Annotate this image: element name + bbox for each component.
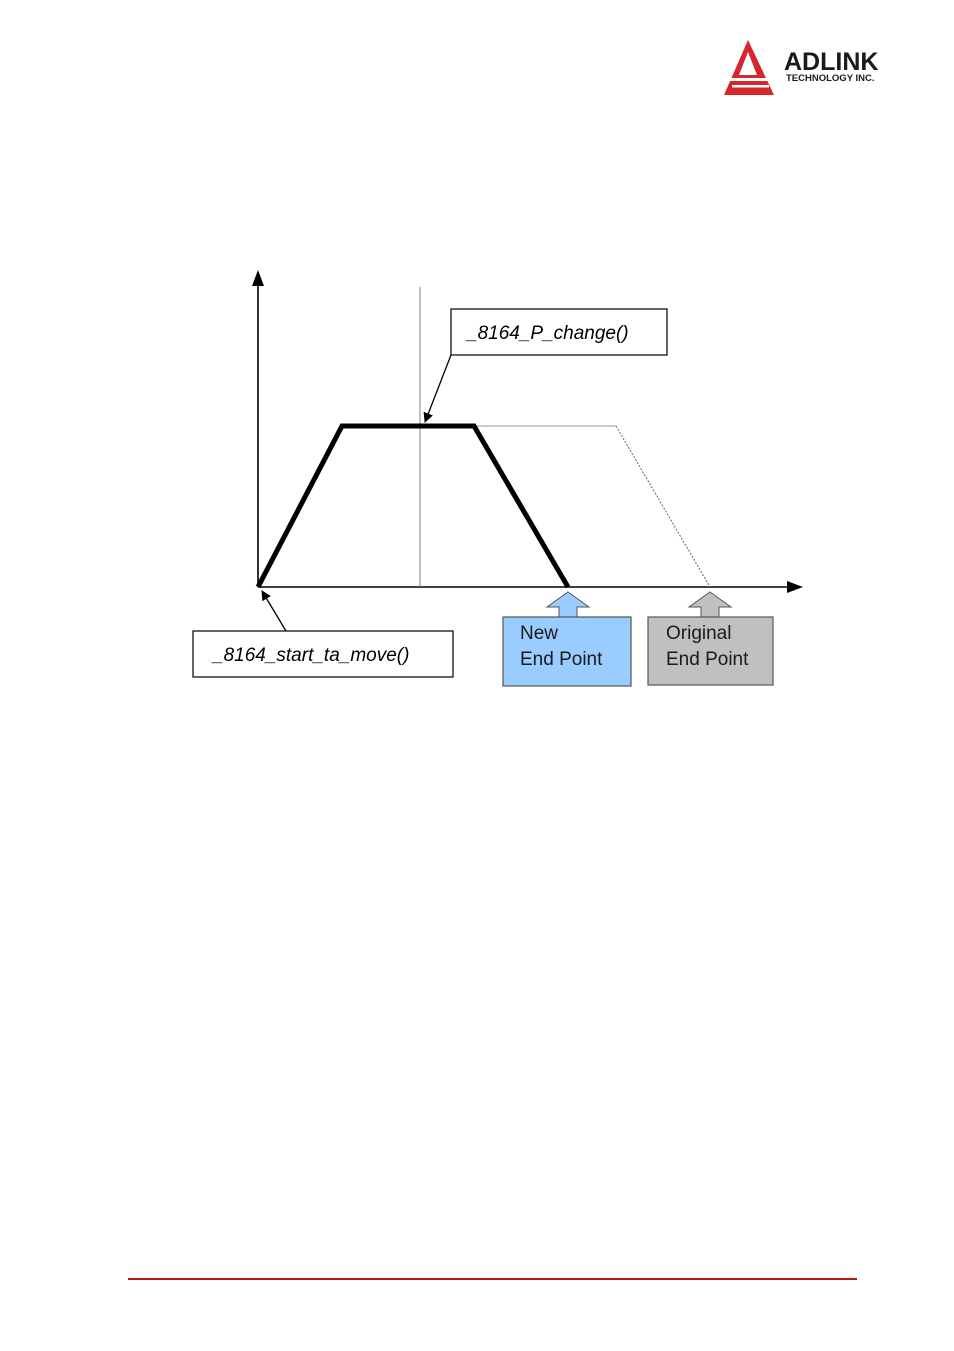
original-end-point-line1: Original bbox=[666, 623, 731, 644]
new-profile-trapezoid bbox=[258, 426, 568, 587]
x-axis-arrowhead bbox=[787, 581, 803, 593]
start-move-callout-text: _8164_start_ta_move() bbox=[211, 645, 409, 666]
new-end-point-up-arrow bbox=[547, 592, 589, 617]
p-change-callout-text: _8164_P_change() bbox=[465, 323, 629, 344]
original-end-point-line2: End Point bbox=[666, 649, 749, 670]
original-profile-decel bbox=[616, 426, 710, 587]
original-end-point-up-arrow bbox=[689, 592, 731, 617]
start-move-pointer bbox=[262, 591, 286, 631]
p-change-pointer bbox=[425, 355, 451, 422]
y-axis-arrowhead bbox=[252, 270, 264, 286]
footer-rule bbox=[128, 1278, 857, 1280]
new-end-point-line1: New bbox=[520, 623, 558, 644]
new-end-point-line2: End Point bbox=[520, 649, 603, 670]
